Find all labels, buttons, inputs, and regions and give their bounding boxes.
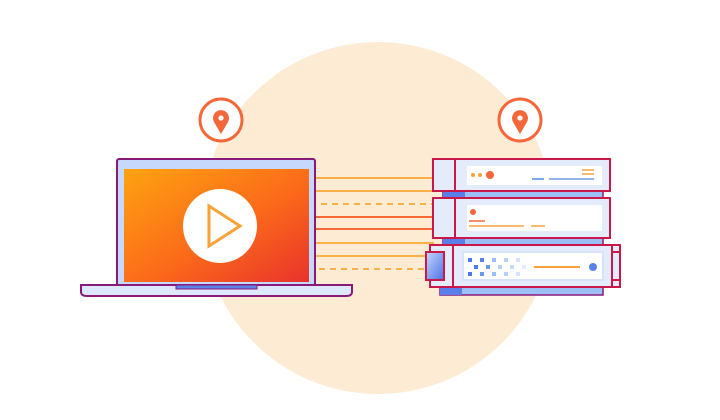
location-pin-icon	[497, 97, 543, 143]
status-light	[589, 263, 597, 271]
status-grid	[468, 258, 526, 276]
laptop-notch	[175, 284, 258, 290]
laptop	[80, 158, 353, 297]
location-pin-icon	[198, 97, 244, 143]
laptop-base	[80, 284, 353, 297]
connection-lines	[316, 177, 434, 270]
server-stack	[425, 158, 621, 296]
play-icon[interactable]	[183, 189, 257, 263]
